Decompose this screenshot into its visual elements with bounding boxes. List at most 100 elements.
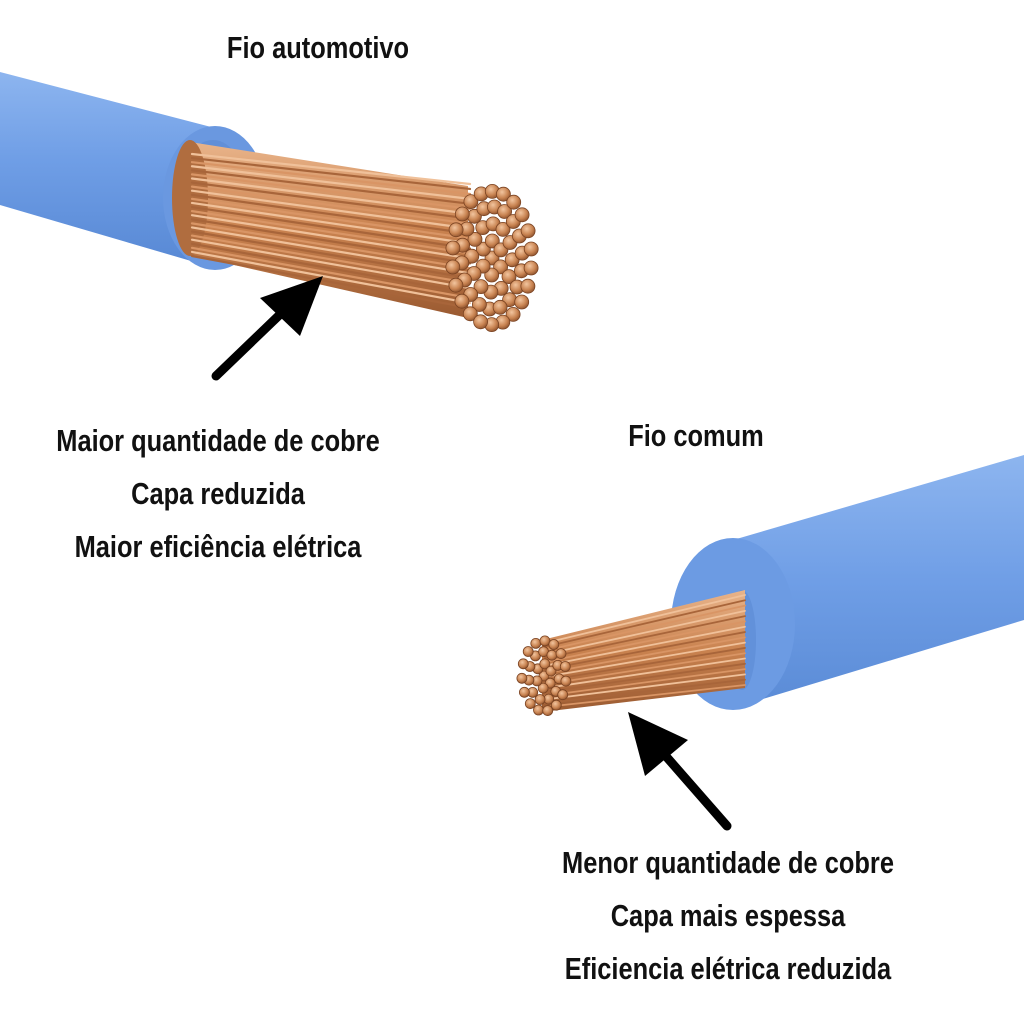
common-feature-jacket: Capa mais espessa (610, 898, 846, 933)
strand-end (497, 204, 513, 219)
strand-end (505, 306, 521, 322)
strand-end (539, 635, 551, 647)
strand-line (190, 238, 472, 290)
strand-end (560, 675, 572, 687)
strand-end (501, 269, 517, 285)
strand-line (190, 169, 472, 205)
strand-line (544, 631, 746, 671)
strand-end (520, 278, 536, 294)
strand-line (190, 218, 472, 265)
strand-end (550, 699, 562, 711)
strand-line (190, 214, 472, 260)
strand-line (544, 678, 746, 705)
strand-line (190, 226, 472, 275)
strand-line (544, 673, 746, 701)
strand-end (537, 682, 549, 694)
strand-line (190, 222, 472, 270)
strand-line (190, 250, 472, 305)
strand-end (473, 314, 489, 330)
common-wire-strand-lines (544, 594, 746, 708)
automotive-wire-features: Maior quantidade de cobre Capa reduzida … (54, 414, 382, 573)
strand-line (190, 177, 472, 215)
strand-line (190, 230, 472, 280)
strand-line (190, 161, 472, 196)
strand-end (542, 705, 554, 716)
strand-line (190, 185, 472, 225)
strand-end (514, 294, 530, 310)
automotive-feature-copper: Maior quantidade de cobre (56, 423, 380, 458)
automotive-arrow (211, 276, 323, 381)
strand-end (546, 649, 558, 661)
strand-end (471, 297, 487, 312)
strand-end (445, 259, 461, 275)
strand-line (190, 152, 472, 186)
strand-line (190, 156, 472, 191)
strand-line (190, 205, 472, 250)
automotive-feature-jacket: Capa reduzida (131, 476, 305, 511)
strand-end (462, 306, 478, 322)
strand-line (544, 620, 746, 663)
common-wire-jacket (733, 455, 1024, 708)
strand-line (190, 181, 472, 220)
strand-line (190, 189, 472, 230)
common-feature-efficiency: Eficiencia elétrica reduzida (564, 951, 892, 986)
strand-end (506, 194, 522, 210)
automotive-wire (0, 72, 539, 333)
strand-end (557, 689, 569, 701)
strand-end (448, 222, 464, 238)
strand-line (190, 246, 472, 300)
strand-line (544, 662, 746, 693)
strand-line (190, 197, 472, 240)
strand-line (190, 242, 472, 295)
strand-line (190, 193, 472, 235)
strand-end (559, 661, 571, 672)
automotive-wire-jacket (0, 72, 215, 268)
strand-line (544, 594, 746, 644)
strand-line (544, 615, 746, 659)
strand-line (190, 201, 472, 245)
strand-line (544, 652, 746, 686)
strand-end (514, 207, 530, 223)
strand-end (454, 293, 470, 309)
common-wire-title: Fio comum (628, 418, 764, 453)
strand-line (544, 641, 746, 678)
strand-end (522, 646, 534, 657)
strand-line (190, 210, 472, 255)
strand-end (473, 279, 489, 295)
common-wire-strand-ends (516, 635, 572, 716)
strand-line (544, 625, 746, 667)
strand-end (523, 260, 539, 276)
strand-end (467, 231, 483, 247)
strand-end (484, 267, 500, 283)
strand-end (454, 206, 470, 222)
strand-line (190, 173, 472, 210)
strand-end (539, 658, 551, 670)
strand-line (190, 234, 472, 285)
strand-end (495, 221, 511, 237)
automotive-wire-strand-ends (445, 183, 539, 333)
strand-line (544, 604, 746, 652)
automotive-wire-title: Fio automotivo (226, 30, 410, 65)
strand-end (484, 233, 500, 249)
common-wire-features: Menor quantidade de cobre Capa mais espe… (556, 836, 900, 995)
strand-line (544, 599, 746, 648)
strand-line (544, 657, 746, 690)
strand-end (524, 698, 536, 709)
strand-end (448, 277, 464, 293)
strand-end (523, 241, 539, 257)
strand-line (544, 647, 746, 682)
automotive-wire-strand-lines (190, 152, 472, 310)
strand-end (548, 639, 560, 650)
common-feature-copper: Menor quantidade de cobre (562, 845, 894, 880)
strand-end (445, 240, 461, 256)
strand-line (544, 636, 746, 675)
automotive-feature-efficiency: Maior eficiência elétrica (74, 529, 362, 564)
strand-end (533, 704, 544, 716)
strand-end (555, 648, 567, 659)
strand-end (520, 223, 536, 239)
strand-end (463, 194, 479, 210)
strand-line (544, 609, 746, 656)
strand-line (544, 684, 746, 708)
strand-end (519, 686, 530, 698)
